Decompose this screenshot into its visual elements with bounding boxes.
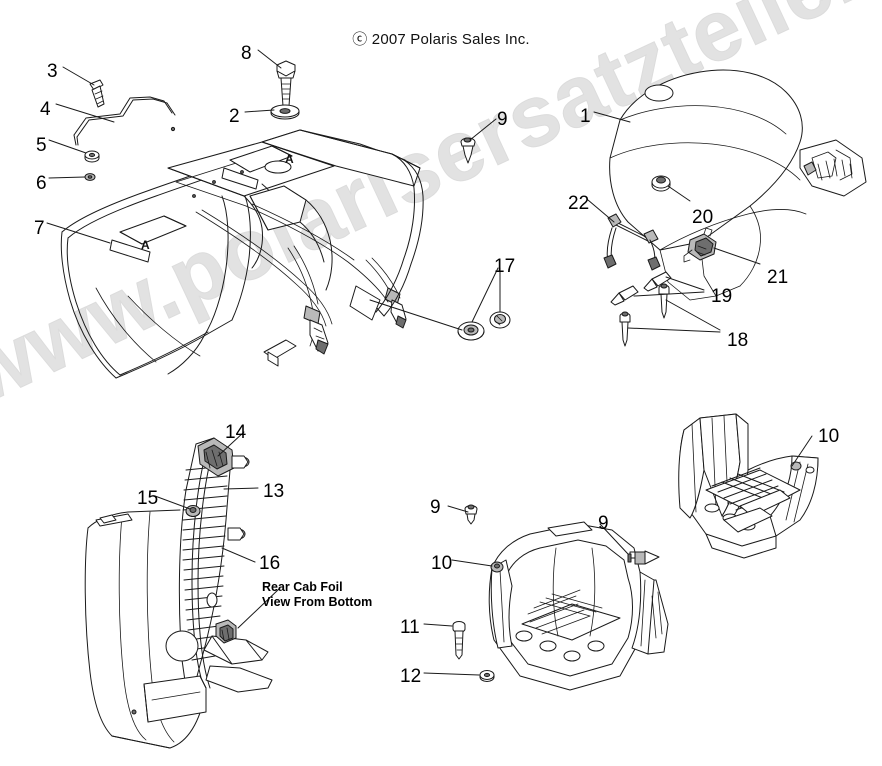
callout-8: 8 <box>241 43 252 64</box>
cab-foil-tab <box>227 527 246 541</box>
part-14-bracket <box>197 437 250 477</box>
callout-9-bottom-right: 9 <box>598 513 609 534</box>
part-9-rivet-bottom-left <box>464 504 478 525</box>
callout-7: 7 <box>34 218 45 239</box>
part-11-bolt <box>452 621 466 660</box>
rear-cab-foil-note: Rear Cab Foil View From Bottom <box>262 580 373 609</box>
callout-13: 13 <box>263 481 285 502</box>
callout-20: 20 <box>692 207 714 228</box>
part-6-fastener <box>84 173 96 181</box>
part-5-nut <box>84 150 100 163</box>
part-4-rod <box>73 96 176 146</box>
part-7-rear-cab <box>60 129 424 379</box>
callout-14: 14 <box>225 422 247 443</box>
part-20-nut <box>651 175 671 192</box>
callout-19: 19 <box>711 286 733 307</box>
callout-11: 11 <box>400 617 420 638</box>
callout-9-bottom-left: 9 <box>430 497 441 518</box>
part-10-floor-left <box>488 521 669 691</box>
floor-grating <box>515 589 621 662</box>
callout-1: 1 <box>580 106 591 127</box>
part-22-strut <box>603 213 661 271</box>
callout-2: 2 <box>229 106 240 127</box>
belt-hardware-center <box>303 305 329 355</box>
callout-15: 15 <box>137 488 159 509</box>
section-marker-a-2: A <box>141 238 150 252</box>
callout-21: 21 <box>767 267 789 288</box>
part-9-rivet-top <box>460 137 476 164</box>
callout-17: 17 <box>494 256 516 277</box>
part-1-seat <box>609 69 867 301</box>
part-17-grommets <box>457 311 511 341</box>
part-10-floor-right <box>678 413 819 559</box>
callout-10-left: 10 <box>431 553 453 574</box>
part-19-clips <box>610 271 672 306</box>
callout-16: 16 <box>259 553 281 574</box>
callout-4: 4 <box>40 99 51 120</box>
part-15-grommet <box>185 505 201 517</box>
copyright-notice: ⓒ 2007 Polaris Sales Inc. <box>352 31 530 48</box>
floor-left-boss <box>490 561 504 573</box>
part-21-latch <box>683 227 717 263</box>
callout-5: 5 <box>36 135 47 156</box>
part-16-clip <box>206 592 237 644</box>
part-2-washer <box>270 104 300 120</box>
callout-6: 6 <box>36 173 47 194</box>
part-9-rivet-bottom-right <box>627 550 660 565</box>
part-3-screw <box>89 79 105 108</box>
callout-9-top: 9 <box>497 109 508 130</box>
part-12-washer <box>479 670 495 682</box>
callout-10-right: 10 <box>818 426 840 447</box>
leader-lines <box>46 49 813 676</box>
part-13-cab-foil <box>84 437 273 749</box>
callout-3: 3 <box>47 61 58 82</box>
callout-22: 22 <box>568 193 590 214</box>
section-marker-a-1: A <box>285 152 294 166</box>
callout-12: 12 <box>400 666 422 687</box>
callout-18: 18 <box>727 330 749 351</box>
